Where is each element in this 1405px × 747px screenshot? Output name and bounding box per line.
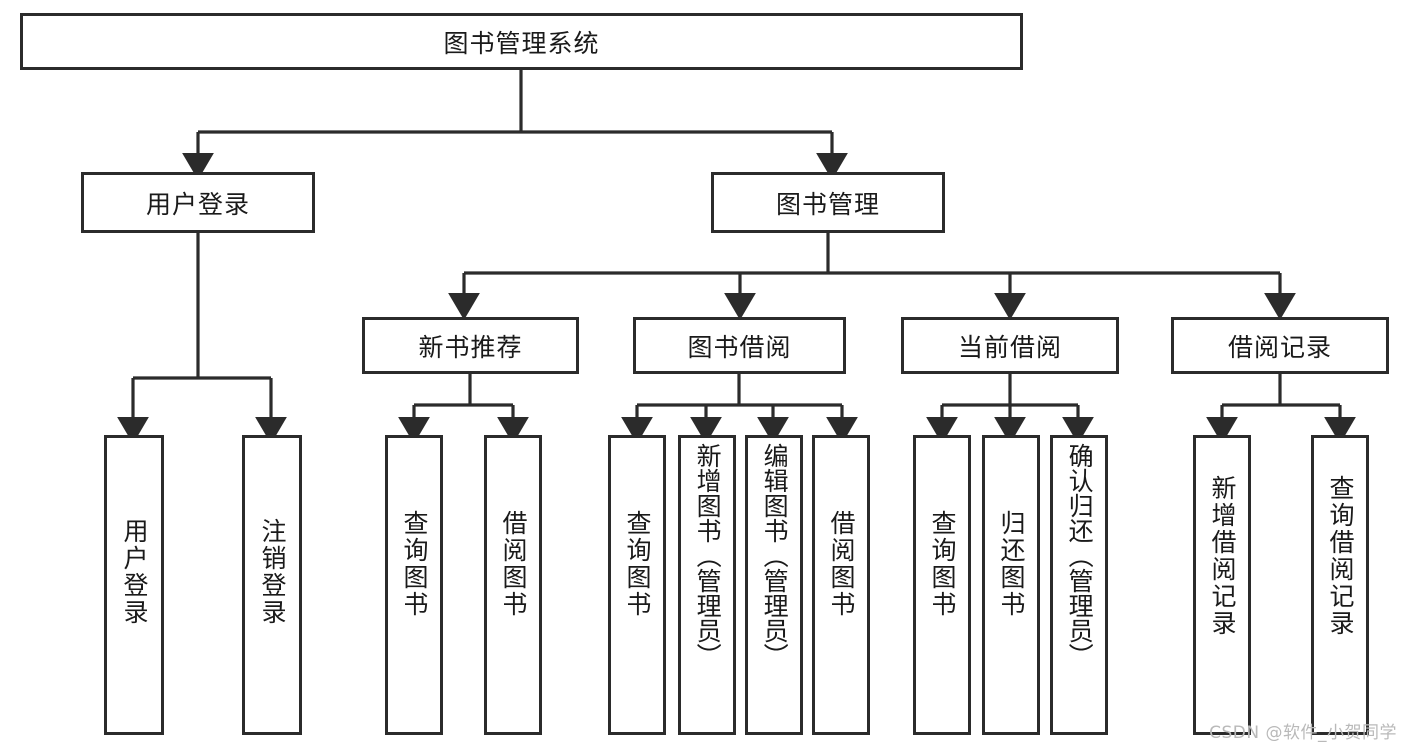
node-leaf-add-borrow-record[interactable]: 新增借阅记录	[1193, 435, 1251, 735]
watermark-text: CSDN @软件_小贺同学	[1209, 723, 1397, 743]
node-new-book-recommend-label: 新书推荐	[418, 332, 523, 362]
node-root[interactable]: 图书管理系统	[20, 13, 1023, 70]
node-current-borrow[interactable]: 当前借阅	[901, 317, 1119, 374]
node-leaf-borrow-book-1-label: 借阅图书	[499, 510, 528, 618]
node-leaf-query-book-1-label: 查询图书	[400, 510, 429, 618]
node-leaf-add-borrow-record-label: 新增借阅记录	[1208, 475, 1237, 637]
node-leaf-logout[interactable]: 注销登录	[242, 435, 302, 735]
node-book-borrow[interactable]: 图书借阅	[633, 317, 846, 374]
node-leaf-borrow-book-2[interactable]: 借阅图书	[812, 435, 870, 735]
node-leaf-user-login-label: 用户登录	[120, 518, 149, 626]
node-leaf-query-book-3[interactable]: 查询图书	[913, 435, 971, 735]
node-leaf-add-book-admin[interactable]: 新增图书（管理员）	[678, 435, 736, 735]
node-leaf-query-book-3-label: 查询图书	[928, 510, 957, 618]
node-leaf-query-book-2-label: 查询图书	[623, 510, 652, 618]
node-new-book-recommend[interactable]: 新书推荐	[362, 317, 579, 374]
node-leaf-return-book[interactable]: 归还图书	[982, 435, 1040, 735]
node-borrow-record-label: 借阅记录	[1227, 332, 1332, 362]
node-book-borrow-label: 图书借阅	[687, 332, 792, 362]
node-leaf-confirm-return-admin[interactable]: 确认归还（管理员）	[1050, 435, 1108, 735]
node-leaf-edit-book-admin-label: 编辑图书（管理员）	[760, 443, 790, 668]
node-user-login-label: 用户登录	[145, 189, 250, 219]
node-current-borrow-label: 当前借阅	[957, 332, 1062, 362]
node-user-login[interactable]: 用户登录	[81, 172, 315, 233]
node-leaf-query-book-2[interactable]: 查询图书	[608, 435, 666, 735]
node-leaf-add-book-admin-label: 新增图书（管理员）	[693, 443, 723, 668]
node-leaf-query-borrow-record-label: 查询借阅记录	[1326, 475, 1355, 637]
node-leaf-return-book-label: 归还图书	[997, 510, 1026, 618]
node-borrow-record[interactable]: 借阅记录	[1171, 317, 1389, 374]
node-leaf-confirm-return-admin-label: 确认归还（管理员）	[1065, 443, 1095, 668]
node-leaf-query-book-1[interactable]: 查询图书	[385, 435, 443, 735]
node-book-management-label: 图书管理	[775, 189, 880, 219]
node-leaf-query-borrow-record[interactable]: 查询借阅记录	[1311, 435, 1369, 735]
node-leaf-borrow-book-1[interactable]: 借阅图书	[484, 435, 542, 735]
node-book-management[interactable]: 图书管理	[711, 172, 945, 233]
node-root-label: 图书管理系统	[443, 28, 600, 58]
node-leaf-logout-label: 注销登录	[258, 518, 287, 626]
node-leaf-edit-book-admin[interactable]: 编辑图书（管理员）	[745, 435, 803, 735]
node-leaf-borrow-book-2-label: 借阅图书	[827, 510, 856, 618]
node-leaf-user-login[interactable]: 用户登录	[104, 435, 164, 735]
